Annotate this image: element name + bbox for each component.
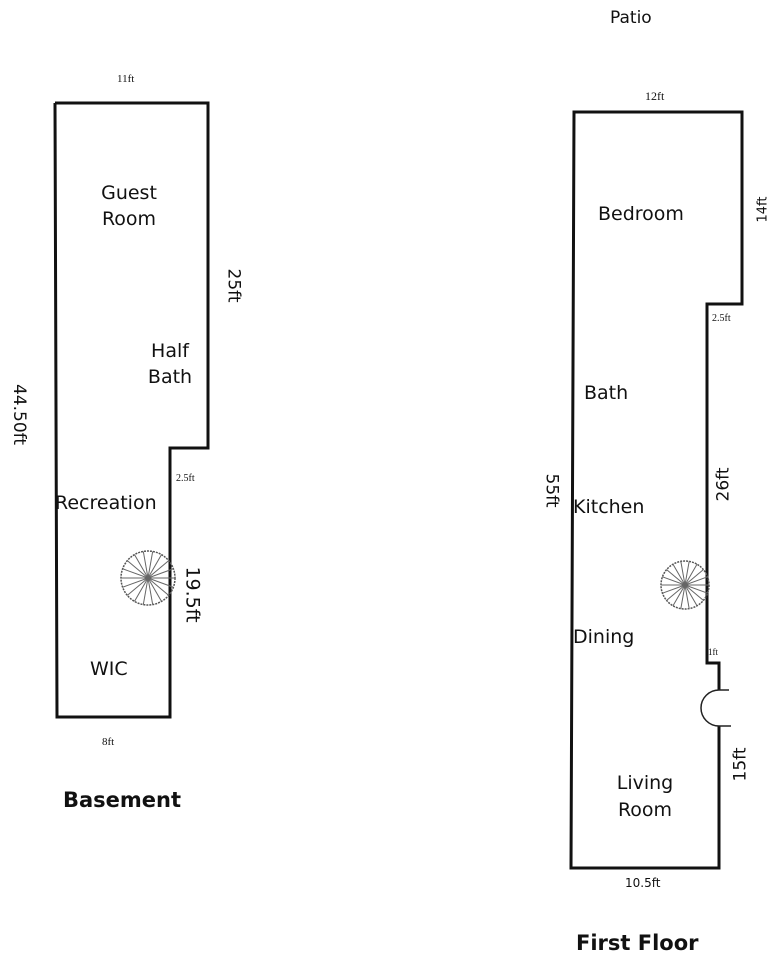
first-floor-dim-right-middle: 26ft bbox=[713, 467, 734, 502]
spiral-staircase-first-floor bbox=[660, 560, 710, 610]
first-floor-outline-upper bbox=[569, 110, 744, 870]
room-recreation: Recreation bbox=[55, 492, 157, 514]
first-floor-dim-top: 12ft bbox=[645, 89, 665, 103]
basement-dim-bottom: 8ft bbox=[102, 736, 115, 748]
stair-tread bbox=[147, 577, 170, 596]
basement-dim-step: 2.5ft bbox=[176, 473, 195, 484]
room-dining: Dining bbox=[573, 626, 635, 648]
stair-tread bbox=[684, 584, 690, 609]
stair-tread bbox=[147, 577, 154, 605]
stair-tread bbox=[122, 568, 149, 579]
first-floor-dim-step: 2.5ft bbox=[712, 313, 731, 324]
stair-tread bbox=[680, 584, 686, 609]
stair-tread bbox=[666, 569, 686, 586]
spiral-staircase-basement bbox=[120, 550, 176, 606]
stair-tread bbox=[684, 584, 698, 607]
stair-tread bbox=[126, 560, 149, 579]
first-floor-dim-bottom: 10.5ft bbox=[625, 876, 661, 890]
first-floor-dim-right-lower: 15ft bbox=[730, 747, 751, 782]
stair-tread bbox=[684, 563, 698, 586]
basement-dim-top: 11ft bbox=[117, 73, 135, 85]
first-floor-dim-right-upper: 14ft bbox=[755, 196, 771, 223]
stair-tread bbox=[680, 561, 686, 586]
stair-tread bbox=[672, 563, 686, 586]
room-living-room: Living Room bbox=[616, 772, 674, 821]
stair-tread bbox=[122, 577, 149, 588]
basement-dim-right-upper: 25ft bbox=[223, 268, 244, 303]
stair-tread bbox=[672, 584, 686, 607]
room-bath: Bath bbox=[584, 382, 629, 404]
stair-tread bbox=[147, 577, 162, 602]
room-kitchen: Kitchen bbox=[573, 496, 645, 518]
stair-tread bbox=[147, 554, 162, 579]
room-half-bath: Half Bath bbox=[147, 340, 193, 388]
first-floor-title: First Floor bbox=[576, 931, 699, 955]
entry-door-arc bbox=[700, 689, 731, 727]
basement-dim-left: 44.50ft bbox=[9, 383, 30, 446]
basement-dim-right-lower: 19.5ft bbox=[181, 566, 204, 623]
stair-tread bbox=[662, 576, 686, 586]
stair-tread bbox=[684, 576, 708, 586]
basement-outline bbox=[53, 101, 210, 719]
stair-tread bbox=[684, 584, 708, 594]
stair-tread bbox=[147, 577, 174, 588]
stair-tread bbox=[684, 569, 704, 586]
stair-tread bbox=[684, 584, 704, 601]
room-guest-room: Guest Room bbox=[101, 182, 157, 230]
first-floor-dim-step-small: 1ft bbox=[708, 647, 718, 657]
room-wic: WIC bbox=[90, 658, 128, 680]
stair-tread bbox=[666, 584, 686, 601]
stair-tread bbox=[662, 584, 686, 594]
stair-tread bbox=[126, 577, 149, 596]
stair-tread bbox=[134, 554, 149, 579]
basement-title: Basement bbox=[63, 788, 182, 812]
stair-tread bbox=[147, 560, 170, 579]
stair-tread bbox=[147, 568, 174, 579]
first-floor-dim-left: 55ft bbox=[541, 473, 562, 508]
patio-label: Patio bbox=[610, 8, 652, 28]
stair-tread bbox=[684, 561, 690, 586]
stair-tread bbox=[142, 577, 149, 605]
stair-tread bbox=[142, 551, 149, 579]
stair-tread bbox=[134, 577, 149, 602]
room-bedroom: Bedroom bbox=[598, 203, 684, 225]
stair-tread bbox=[147, 551, 154, 579]
